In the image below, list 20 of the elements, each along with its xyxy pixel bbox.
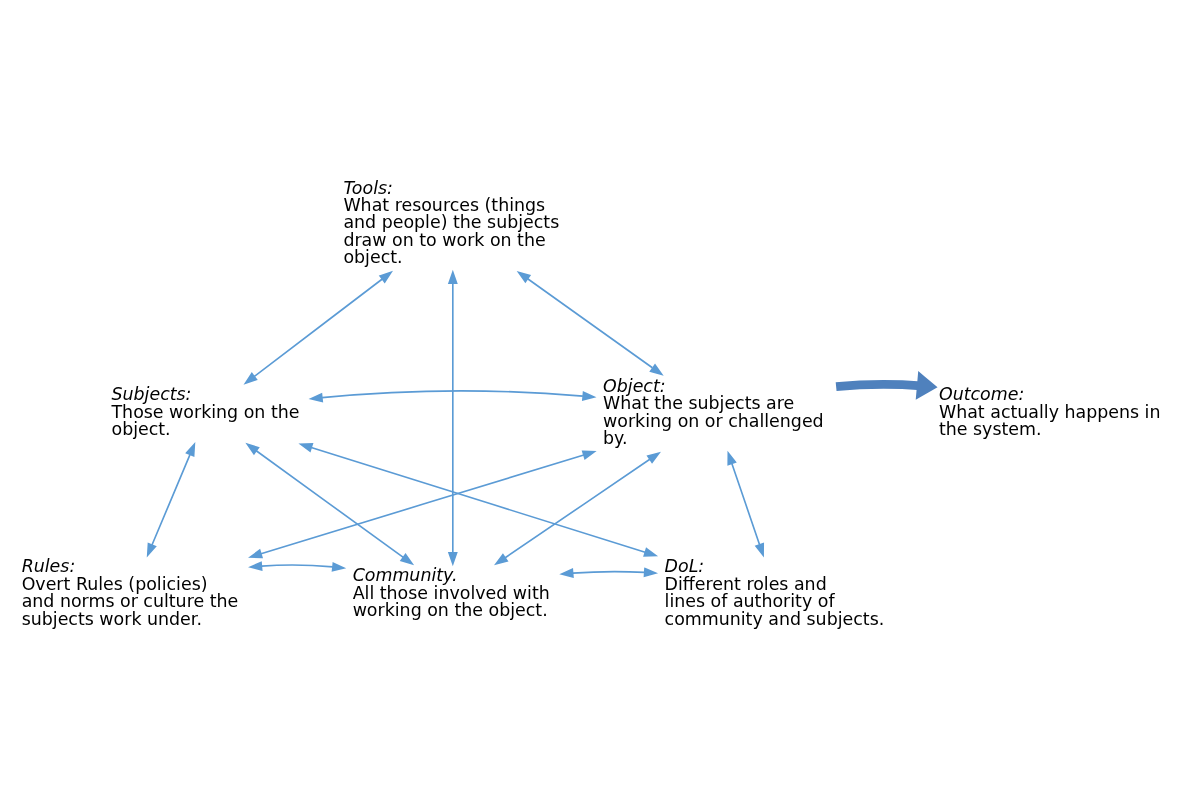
arrow [559,566,659,578]
arrow [308,389,597,403]
arrow [516,270,664,376]
node-text: Outcome: What actually happens in the system. [938,383,1161,439]
node-text: DoL: Different roles and lines of authority of community and subjects. [664,555,885,629]
node-text: Object: What the subjects are working on or challenged by. [603,375,824,448]
node-text: Rules: Overt Rules (policies) and norms or culture the subjects work under. [21,555,239,629]
arrow [727,450,765,557]
arrow [146,441,196,557]
arrow [835,370,938,400]
arrow [245,442,415,565]
node-text: Tools: What resources (things and people) the subjects draw on to work on the object. [343,177,560,267]
node-text: Community. All those involved with working on the object. [352,564,550,620]
arrow [243,270,393,385]
arrow [298,442,659,557]
arrow [248,560,347,572]
arrow [447,269,458,566]
node-text: Subjects: Those working on the object. [111,383,300,439]
arrow [248,449,597,558]
arrow [494,451,661,565]
